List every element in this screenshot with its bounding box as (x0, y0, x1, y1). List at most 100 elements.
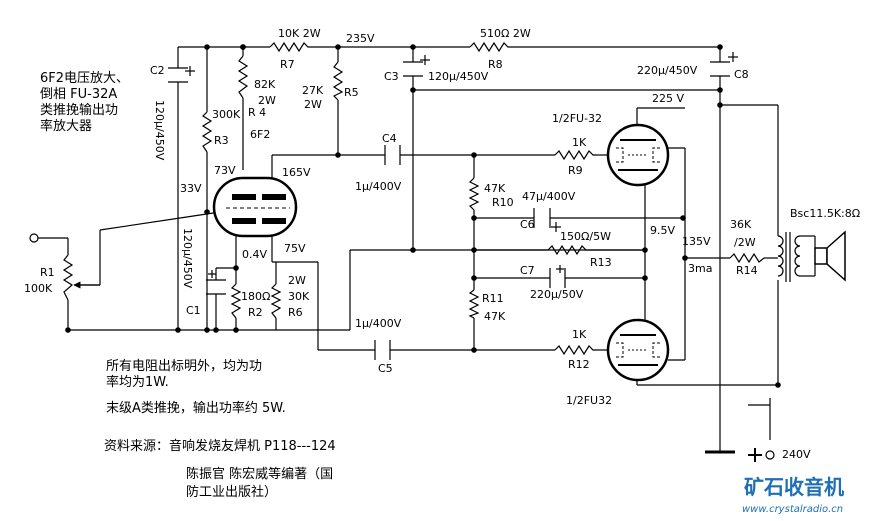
r11-symbol (468, 289, 480, 319)
r2-label: R2 (248, 306, 263, 319)
r1-value: 100K (24, 282, 53, 295)
r5-symbol (332, 61, 344, 101)
watermark-name: 矿石收音机 (744, 475, 844, 499)
r3-value: 300K (212, 108, 241, 121)
r1-symbol (62, 254, 74, 301)
c6-value: 47μ/400V (522, 190, 576, 203)
notes-block: 所有电阻出标明外，均为功 率均为1W. 末级A类推挽，输出功率约 5W. (106, 359, 286, 416)
c7-label: C7 (520, 264, 535, 277)
note-line-2: 率均为1W. (106, 374, 169, 390)
r14-value: 36K (730, 218, 752, 231)
tube-fu32-upper (606, 123, 670, 187)
r11-label: R11 (482, 292, 504, 305)
transformer-label: Bsc11.5K:8Ω (790, 207, 860, 220)
c8-value: 220μ/450V (637, 64, 698, 77)
r8-label: R8 (488, 58, 503, 71)
r12-label: R12 (568, 358, 590, 371)
r1-label: R1 (40, 266, 55, 279)
r14-watt: /2W (734, 236, 756, 249)
title-line-1: 6F2电压放大、 (40, 71, 129, 86)
input-terminal (29, 233, 39, 243)
r8-value: 510Ω 2W (480, 27, 531, 40)
r4-value: 82K (254, 78, 276, 91)
r13-symbol (547, 244, 645, 256)
title-line-2: 倒相 FU-32A (40, 87, 117, 102)
component-labels: C2 120μ/450V 10K 2W R7 235V 510Ω 2W R8 C… (24, 27, 860, 461)
c6-label: C6 (520, 218, 535, 231)
voltage-165v: 165V (282, 166, 311, 179)
r10-label: R10 (492, 196, 514, 209)
r7-value: 10K 2W (278, 27, 321, 40)
c8-label: C8 (734, 68, 749, 81)
voltage-33v: 33V (180, 182, 202, 195)
source-block: 资料来源：音响发烧友焊机 P118---124 陈振官 陈宏威等编著（国 防工业… (104, 438, 336, 500)
r9-value: 1K (572, 136, 587, 149)
b-plus-terminal (765, 450, 775, 460)
c7-value: 220μ/50V (530, 288, 584, 301)
source-line-3: 防工业出版社） (186, 484, 277, 500)
r14-symbol (729, 252, 765, 264)
r10-value: 47K (484, 182, 506, 195)
r6-watt: 2W (288, 274, 306, 287)
r13-value: 150Ω/5W (560, 230, 611, 243)
tube-6f2-label: 6F2 (250, 128, 270, 141)
tube-6f2 (212, 176, 298, 238)
r4-label: R 4 (248, 106, 266, 119)
voltage-225v: 225 V (652, 92, 684, 105)
r3-label: R3 (214, 134, 229, 147)
junctions (65, 44, 781, 388)
r12-symbol (554, 344, 597, 356)
r12-value: 1K (572, 328, 587, 341)
tube-fu32-lower (606, 318, 670, 382)
c4-value: 1μ/400V (355, 180, 402, 193)
voltage-240v: 240V (782, 448, 811, 461)
c5-label: C5 (378, 362, 393, 375)
voltage-75v: 75V (284, 242, 306, 255)
r8-symbol (469, 41, 518, 53)
r10-symbol (468, 177, 480, 211)
c3-label: C3 (384, 70, 399, 83)
voltage-235v: 235V (346, 32, 375, 45)
r6-value: 30K (288, 290, 310, 303)
source-line-2: 陈振官 陈宏威等编著（国 (186, 466, 333, 482)
note-line-1: 所有电阻出标明外，均为功 (106, 359, 262, 374)
r3-symbol (201, 111, 213, 153)
voltage-0-4v: 0.4V (242, 248, 267, 261)
r7-symbol (269, 41, 312, 53)
r2-symbol (230, 283, 242, 319)
watermark-url: www.crystalradio.cn (742, 504, 843, 515)
voltage-135v: 135V (682, 235, 711, 248)
r14-label: R14 (736, 264, 758, 277)
r13-label: R13 (590, 256, 612, 269)
r9-label: R9 (568, 164, 583, 177)
title-line-3: 类推挽输出功 (40, 102, 118, 118)
r5-watt: 2W (304, 98, 322, 111)
source-line-1: 资料来源：音响发烧友焊机 P118---124 (104, 438, 336, 454)
r5-value: 27K (302, 84, 324, 97)
tube-fu32-lower-label: 1/2FU32 (566, 394, 612, 407)
c4-label: C4 (382, 132, 397, 145)
note-line-3: 末级A类推挽，输出功率约 5W. (106, 400, 286, 416)
r7-label: R7 (280, 58, 295, 71)
r9-symbol (554, 149, 597, 161)
r4-symbol (237, 55, 249, 99)
watermark: 矿石收音机 www.crystalradio.cn (742, 475, 844, 515)
c5-value: 1μ/400V (355, 317, 402, 330)
voltage-9-5v: 9.5V (650, 224, 675, 237)
r6-label: R6 (288, 306, 303, 319)
c1-value: 120μ/450V (181, 228, 194, 289)
r2-value: 180Ω (241, 290, 270, 303)
tube-fu32-upper-label: 1/2FU-32 (552, 112, 602, 125)
c3-value: 120μ/450V (428, 70, 489, 83)
r11-value: 47K (484, 310, 506, 323)
r4-watt: 2W (258, 94, 276, 107)
current-3ma: 3ma (688, 262, 712, 275)
r6-symbol (270, 283, 282, 319)
c2-label: C2 (150, 64, 165, 77)
resistors (62, 41, 765, 356)
title-block: 6F2电压放大、 倒相 FU-32A 类推挽输出功 率放大器 (40, 71, 129, 134)
c2-value: 120μ/450V (153, 100, 166, 161)
capacitors (168, 52, 738, 360)
